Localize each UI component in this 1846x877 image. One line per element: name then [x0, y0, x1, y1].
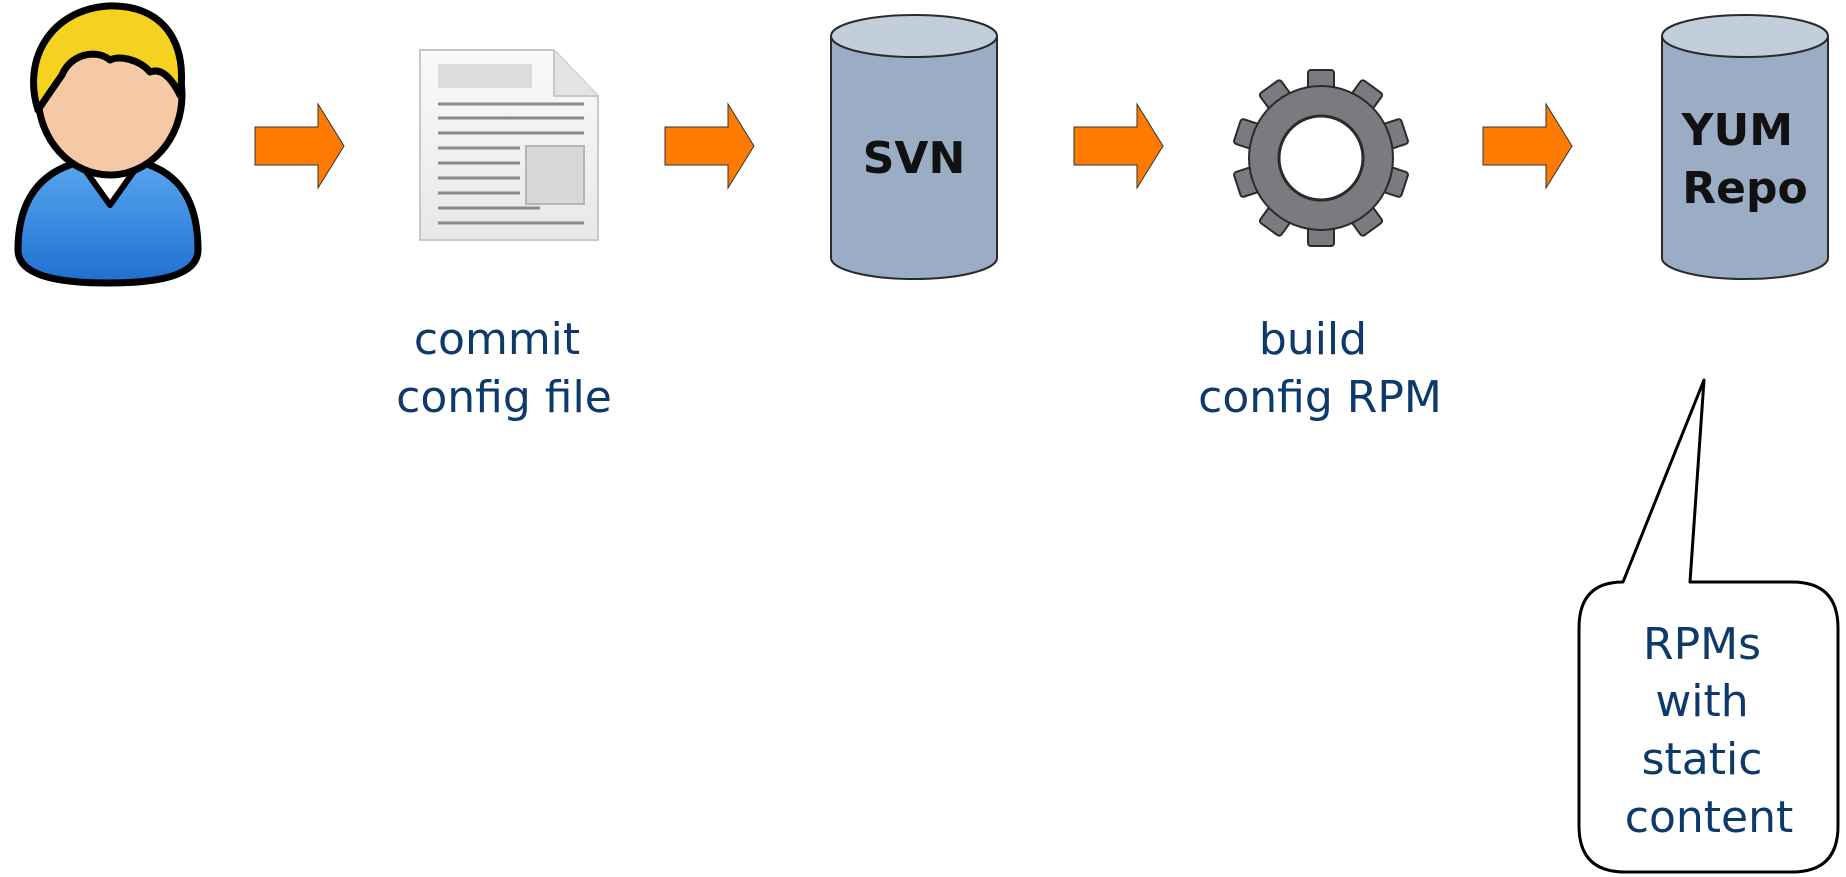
yum-repo-database-icon: YUM Repo [1661, 14, 1829, 280]
arrow-2 [664, 102, 755, 190]
callout-text: RPMs with static content [1625, 619, 1793, 843]
yum-repo-label: YUM Repo [1681, 105, 1809, 214]
arrow-4 [1482, 102, 1573, 190]
svn-label: SVN [863, 133, 966, 184]
arrow-3 [1073, 102, 1164, 190]
svn-database-icon: SVN [830, 14, 998, 280]
caption-build-config-rpm: build config RPM [1198, 314, 1442, 423]
gear-icon [1233, 69, 1409, 247]
callout-bubble: RPMs with static content [1577, 378, 1840, 874]
caption-commit-config-file: commit config file [396, 314, 612, 423]
arrow-1 [254, 102, 345, 190]
document-icon [419, 49, 599, 241]
user-icon [14, 2, 202, 287]
